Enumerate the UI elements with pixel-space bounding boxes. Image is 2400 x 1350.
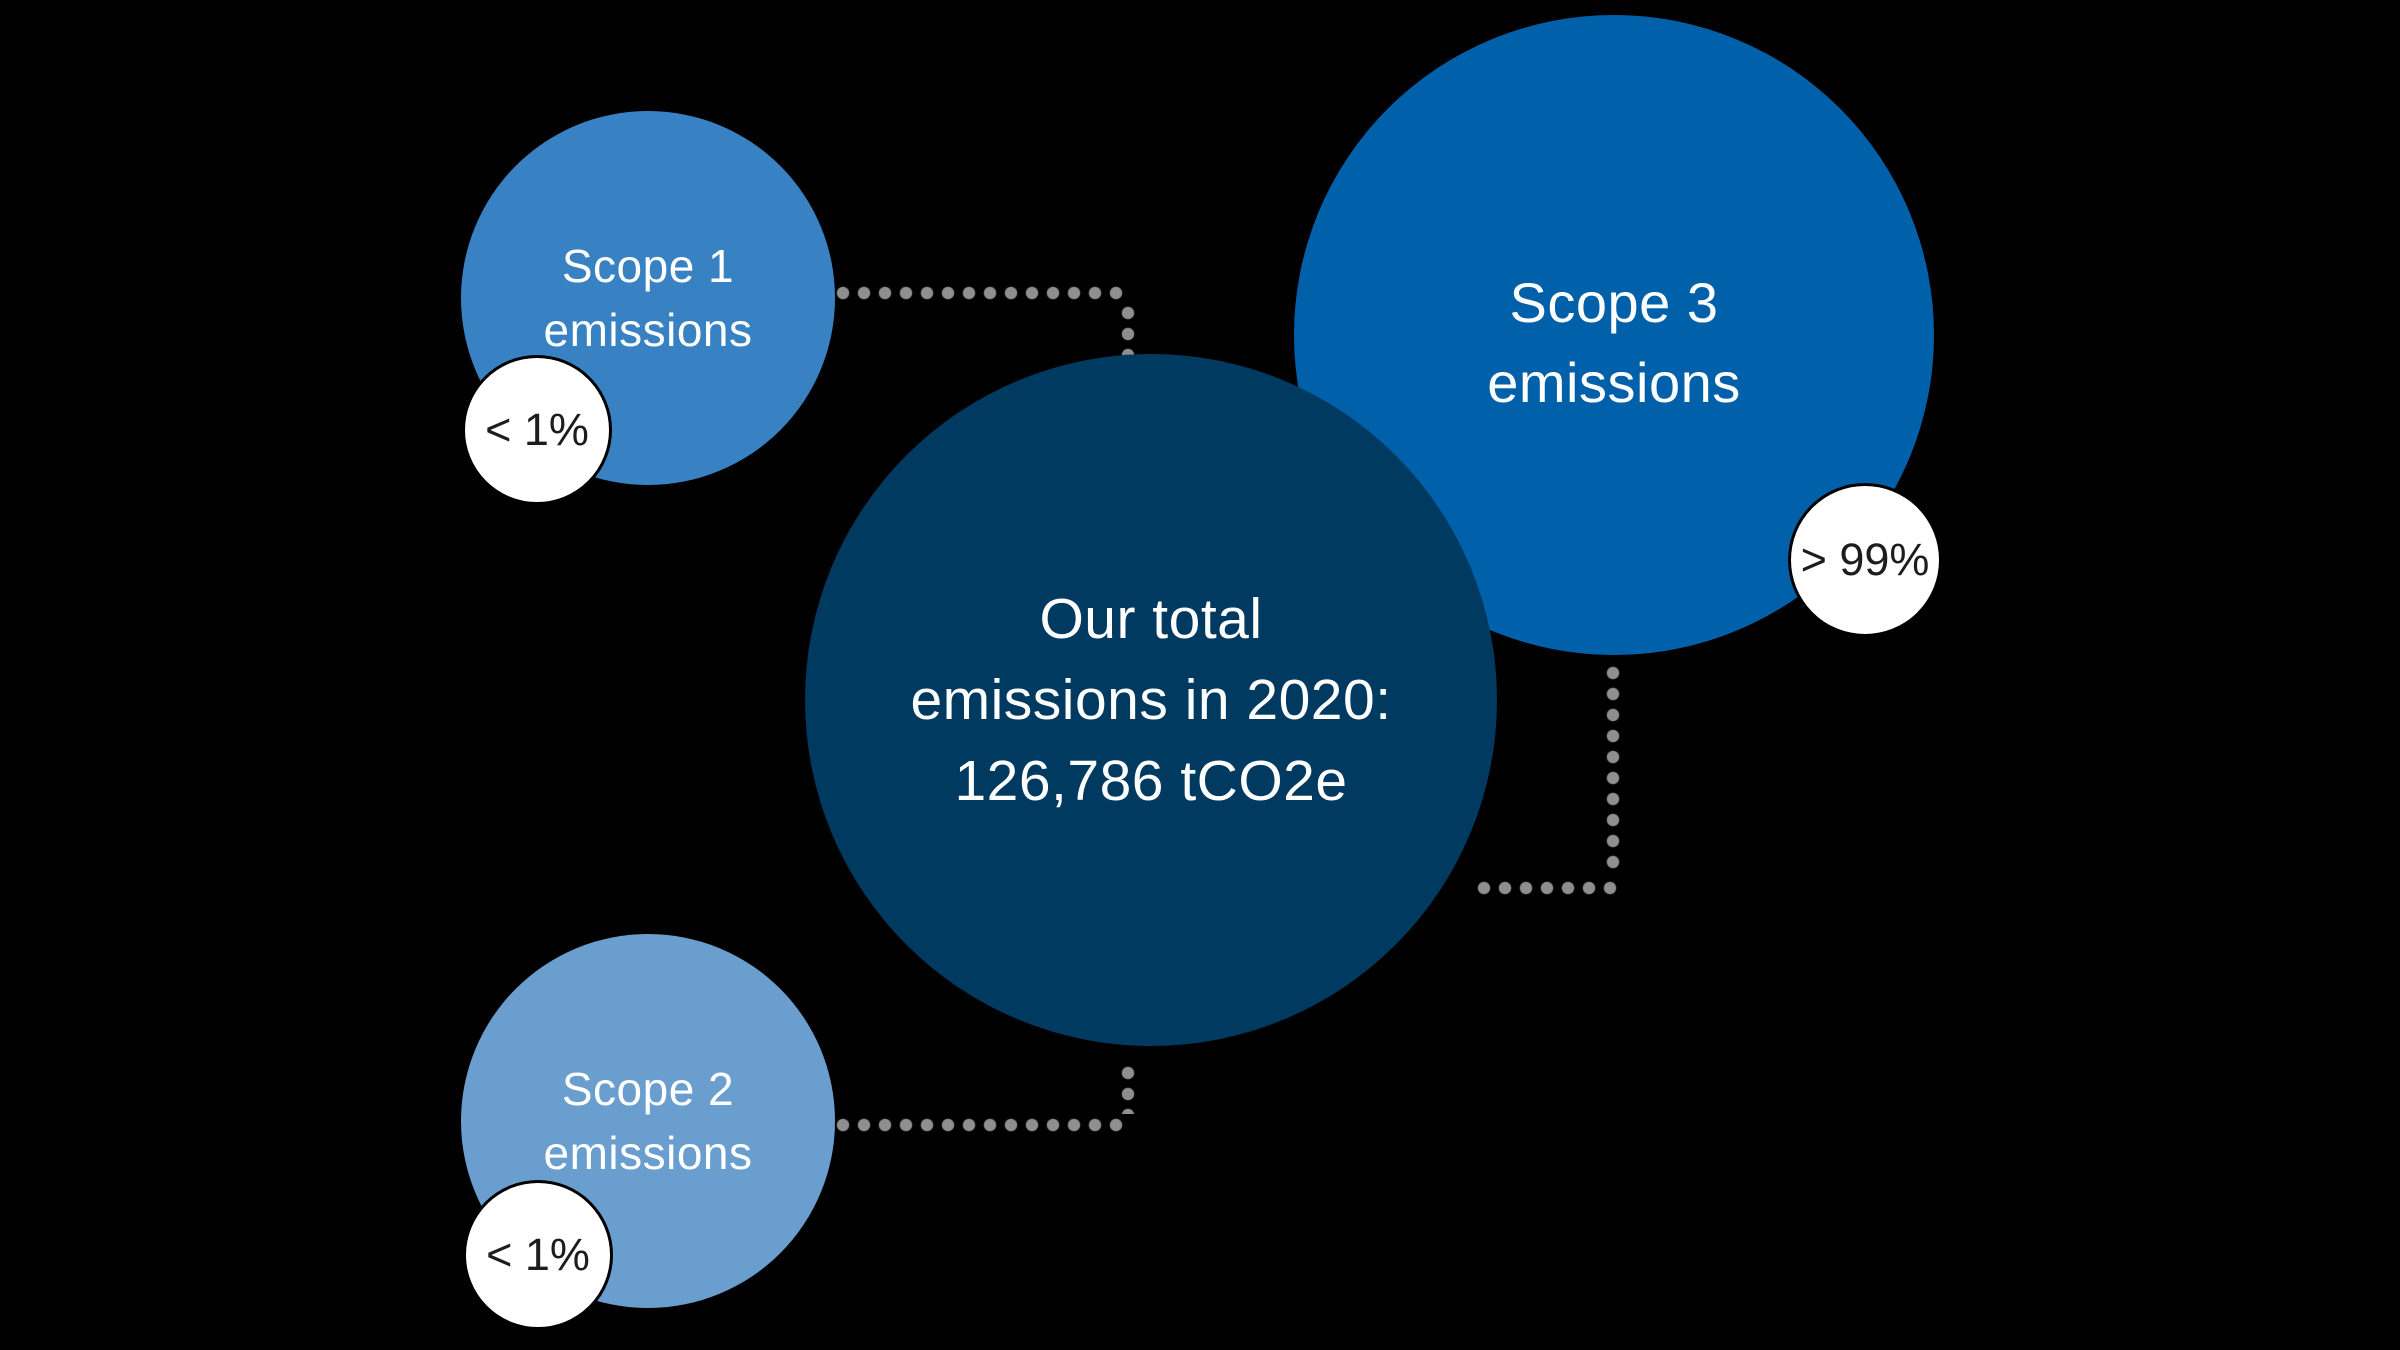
total-label-line3: 126,786 tCO2e (954, 748, 1348, 813)
scope3-label: Scope 3 emissions (1487, 263, 1740, 423)
scope2-label-line1: Scope 2 (561, 1063, 735, 1115)
scope1-percentage-value: < 1% (485, 404, 589, 455)
scope3-label-line2: emissions (1487, 351, 1741, 414)
total-label-line2: emissions in 2020: (910, 667, 1392, 732)
connector-scope2-vertical-dotted-line (1121, 1066, 1135, 1114)
connector-scope3-vertical-dotted-line (1606, 666, 1620, 872)
connector-scope1-vertical-dotted-line (1121, 306, 1135, 358)
scope1-percentage-badge: < 1% (462, 355, 612, 505)
total-emissions-label: Our total emissions in 2020: 126,786 tCO… (910, 579, 1391, 822)
scope3-label-line1: Scope 3 (1509, 271, 1719, 334)
scope2-percentage-value: < 1% (486, 1229, 590, 1280)
scope2-label: Scope 2 emissions (543, 1057, 752, 1185)
total-emissions-circle: Our total emissions in 2020: 126,786 tCO… (805, 354, 1497, 1046)
scope3-percentage-badge: > 99% (1788, 483, 1942, 637)
connector-scope1-horizontal-dotted-line (836, 286, 1130, 300)
scope3-percentage-value: > 99% (1800, 534, 1930, 585)
scope1-label: Scope 1 emissions (543, 234, 752, 362)
total-label-line1: Our total (1039, 586, 1263, 651)
connector-scope3-horizontal-dotted-line (1477, 881, 1619, 895)
scope2-percentage-badge: < 1% (463, 1180, 613, 1330)
scope1-label-line2: emissions (543, 304, 753, 356)
connector-scope2-horizontal-dotted-line (836, 1118, 1130, 1132)
scope1-label-line1: Scope 1 (561, 240, 735, 292)
scope2-label-line2: emissions (543, 1127, 753, 1179)
